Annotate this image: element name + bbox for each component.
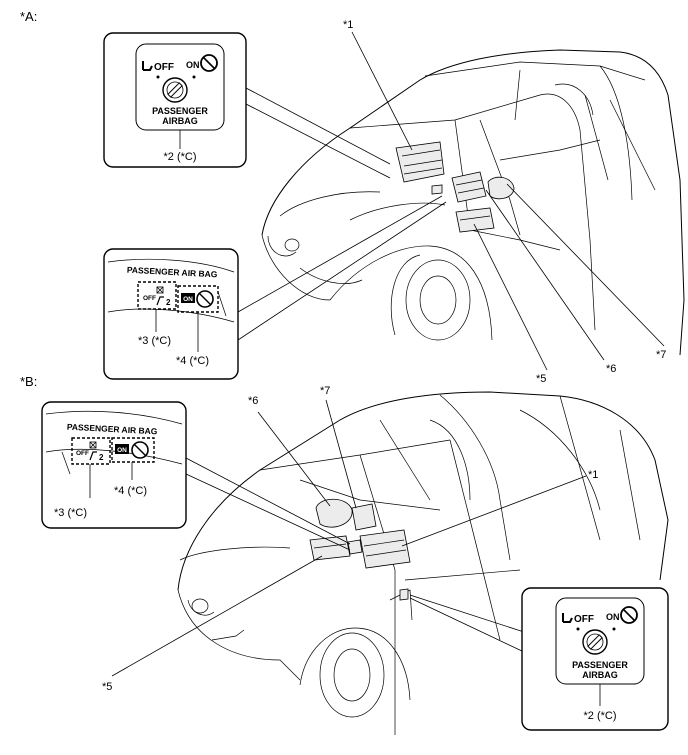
airbag-off-indicator-icon-b [620,606,638,624]
switch-on-label-a: ON [186,60,200,70]
indicator-on-callout-a: *4 (*C) [176,355,209,367]
switch-inset-b: OFF ON PASSENGER AIRBAG *2 (*C) [521,587,669,731]
indicator-inset-a: PASSENGER AIR BAG OFF 2 ON *3 (*C) *4 (*… [103,248,239,380]
callout-7-b: *7 [320,385,330,397]
passenger-off-icon-b [89,441,97,461]
seat-icon-b [562,613,573,623]
airbag-on-indicator-icon [196,290,214,308]
callout-5-a: *5 [536,373,546,385]
callout-1-a: *1 [343,19,353,31]
leader-lines-b [111,399,587,677]
indicator-on-label-a: ON [183,296,193,303]
passenger-airbag-switch-a [431,184,443,195]
knee-airbag-b [309,535,351,561]
airbag-on-indicator-icon-b [131,441,149,459]
switch-off-label-b: OFF [574,614,594,625]
instrument-panel-airbag-a [395,141,445,183]
key-switch-icon [162,77,188,103]
passenger-off-icon [156,286,164,306]
leader-lines-a [237,31,665,371]
indicator-on-callout-b: *4 (*C) [114,485,147,497]
instrument-panel-airbag-b [359,529,411,569]
section-b-tag: *B: [20,374,37,389]
indicator-off-callout-a: *3 (*C) [138,335,171,347]
steering-airbag-a [487,176,515,200]
indicator-off-callout-b: *3 (*C) [54,507,87,519]
curtain-airbag-b [351,503,377,531]
callout-7-a: *7 [656,349,666,361]
indicator-on-label-b: ON [117,447,127,454]
indicator-off-num-a: 2 [166,298,171,307]
switch-line1-b: PASSENGER [572,660,628,670]
section-a: *A: [20,9,685,385]
vehicle-outline-a [261,49,685,356]
switch-line2-b: AIRBAG [582,670,618,680]
callout-6-a: *6 [606,363,616,375]
callout-6-b: *6 [248,395,258,407]
seat-icon [142,61,153,71]
center-airbag-sensor-a [451,171,487,203]
indicator-off-label-b: OFF [76,450,89,457]
indicator-off-label-a: OFF [143,295,156,302]
section-b: *B: [20,374,669,735]
indicator-title-b: PASSENGER AIR BAG [67,422,158,437]
indicator-inset-b: PASSENGER AIR BAG OFF 2 ON *4 (*C) *3 (*… [41,401,187,529]
knee-airbag-a [455,207,495,233]
section-a-tag: *A: [20,9,37,24]
steering-airbag-b [315,498,353,528]
airbag-parts-a [395,141,515,233]
airbag-off-indicator-icon [200,54,218,72]
center-sensor-b [347,539,363,555]
vehicle-outline-b [177,391,669,735]
callout-1-b: *1 [588,469,598,481]
switch-label-a: *2 (*C) [163,151,196,163]
callout-5-b: *5 [102,681,112,693]
indicator-off-num-b: 2 [99,453,104,462]
switch-line2-a: AIRBAG [162,116,198,126]
switch-line1-a: PASSENGER [152,106,208,116]
switch-label-b: *2 (*C) [583,710,616,722]
key-switch-icon-b [582,629,608,655]
passenger-airbag-switch-b [399,588,409,601]
switch-inset-a: OFF ON PASSENGER AIRBAG *2 (*C) [103,32,247,168]
indicator-title-a: PASSENGER AIR BAG [127,265,218,280]
airbag-parts-b [309,498,411,601]
switch-off-label-a: OFF [154,62,174,73]
switch-on-label-b: ON [606,612,620,622]
